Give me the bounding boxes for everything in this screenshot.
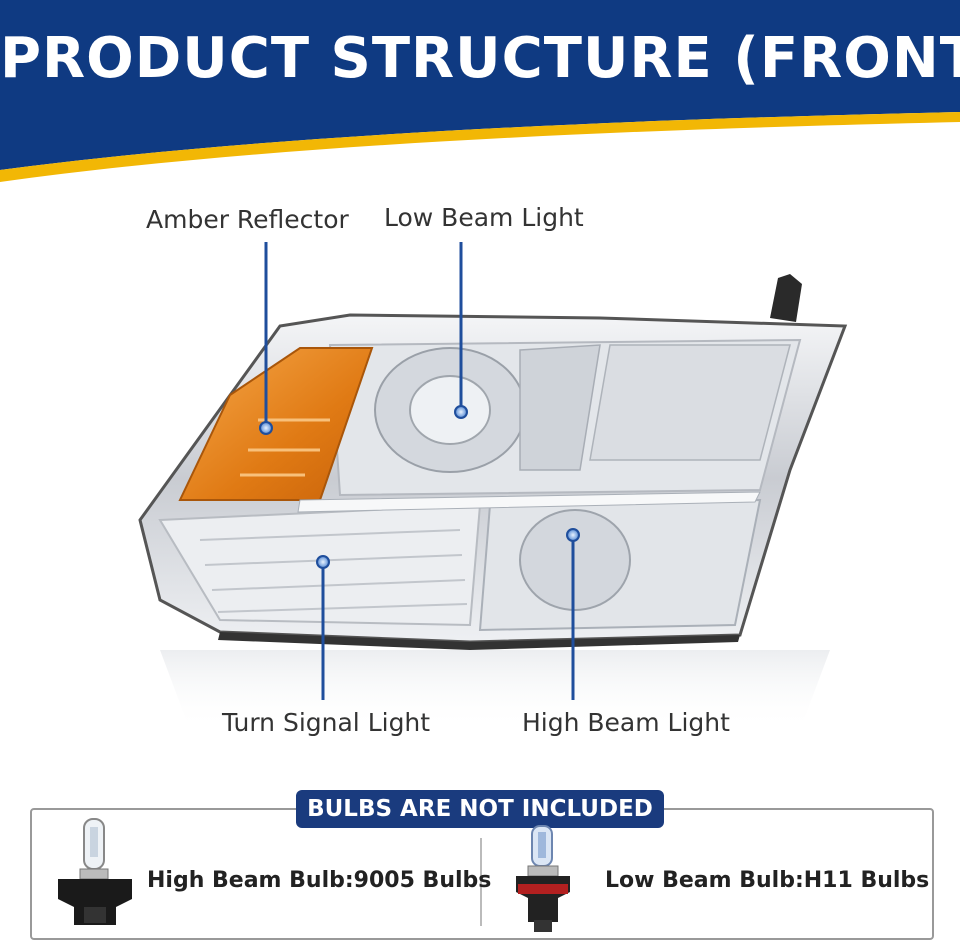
turn-signal-label: Turn Signal Light: [222, 708, 431, 737]
9005-bulb-icon: [58, 818, 132, 925]
h11-bulb-icon: [516, 825, 570, 932]
high-beam-bulb-text: High Beam Bulb:9005 Bulbs: [147, 868, 492, 893]
low-beam-label: Low Beam Light: [384, 203, 584, 232]
amber-reflector-label: Amber Reflector: [146, 205, 349, 234]
header-banner: [0, 0, 960, 190]
high-beam-label: High Beam Light: [522, 708, 730, 737]
low-beam-bulb-text: Low Beam Bulb:H11 Bulbs: [605, 868, 930, 893]
bulbs-notice-badge: BULBS ARE NOT INCLUDED: [296, 790, 664, 828]
bulbs-divider: [480, 838, 482, 926]
page-title: PRODUCT STRUCTURE (FRONT): [0, 26, 960, 91]
